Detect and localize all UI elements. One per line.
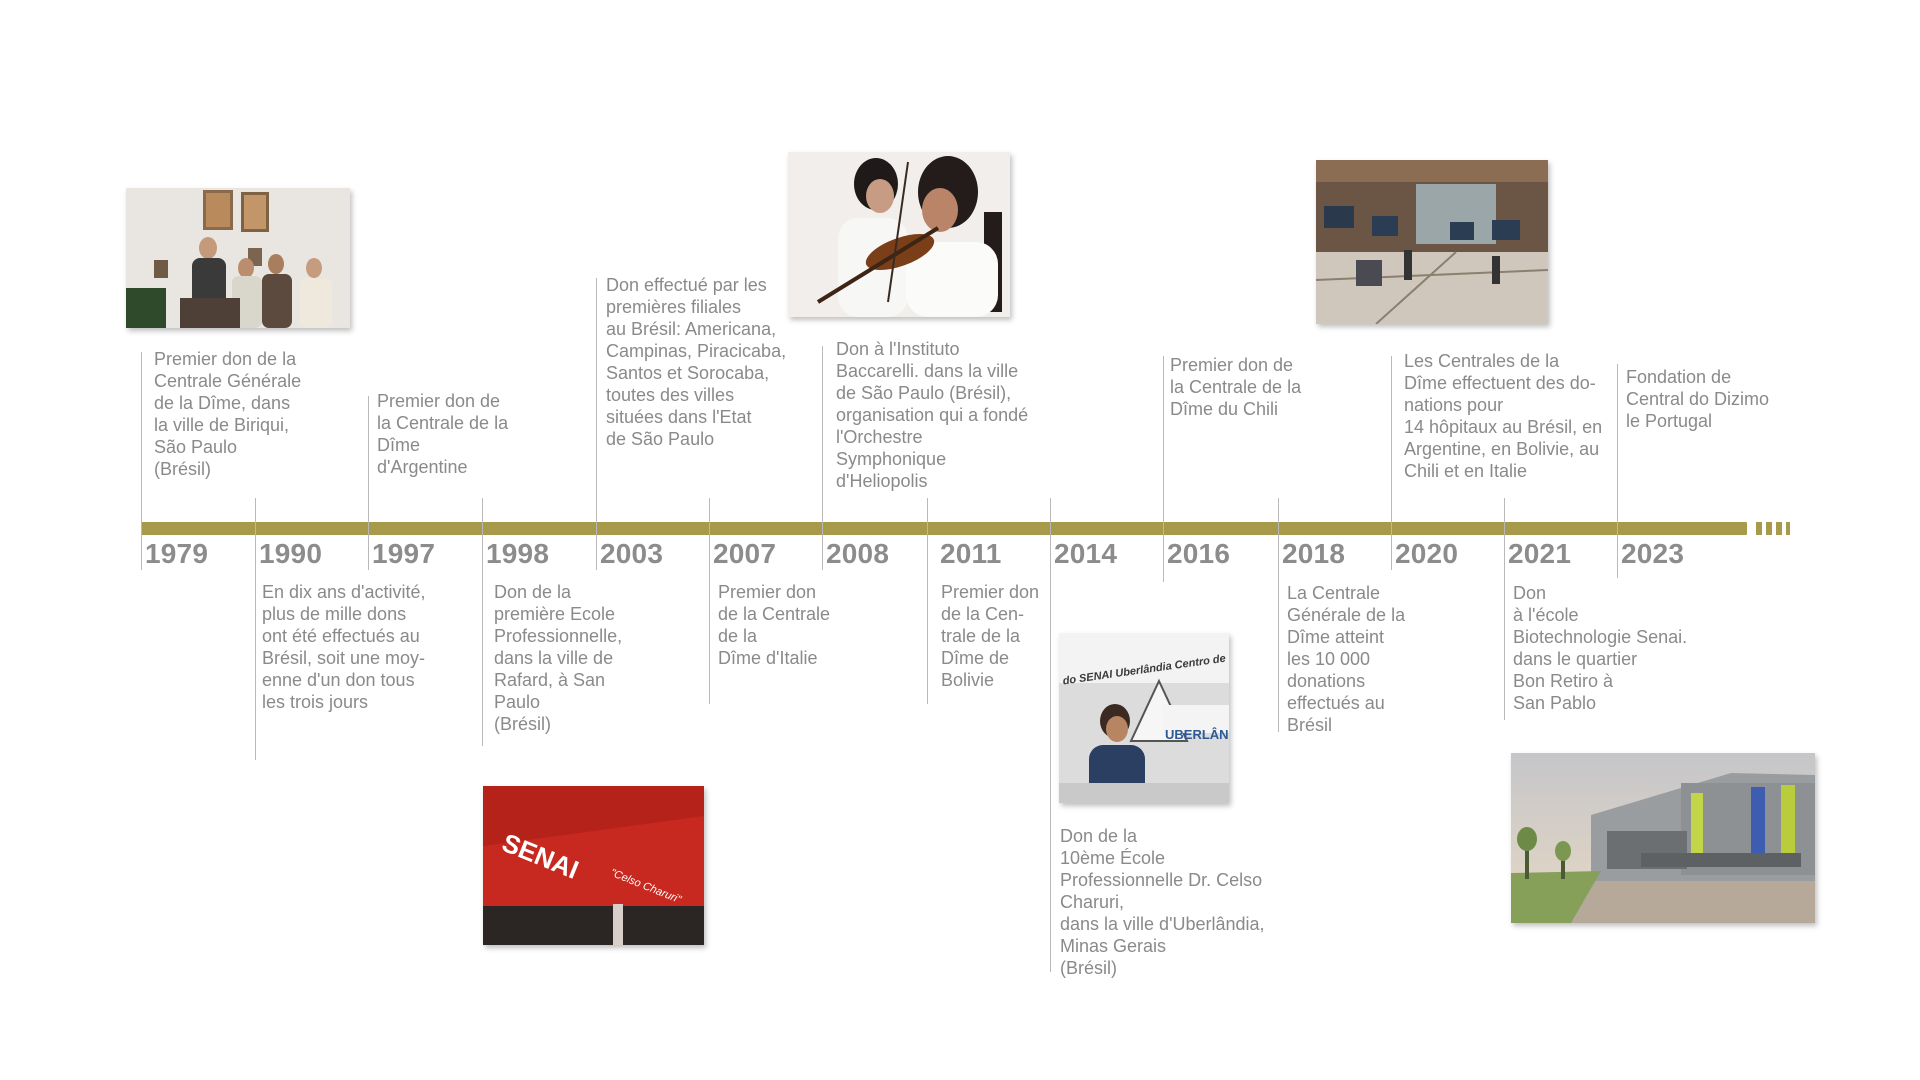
connector-2016 [1163,356,1164,582]
connector-1990 [255,498,256,760]
connector-1997 [368,396,369,570]
timeline-axis-dash [1776,522,1782,535]
year-label: 2021 [1508,538,1572,569]
connector-2021 [1504,498,1505,720]
connector-1998 [482,498,483,746]
event-description: Fondation de Central do Dizimo le Portug… [1626,367,1770,431]
photo-2020-hospital [1316,160,1548,324]
photo-2008-violinists [788,152,1010,317]
connector-2014 [1050,498,1051,972]
event-description: Premier don de la Centrale de la Dîme d'… [718,582,831,668]
connector-2023 [1617,364,1618,578]
timeline-axis-dash [1766,522,1772,535]
event-description: En dix ans d'activité, plus de mille don… [262,582,426,712]
year-label: 2007 [713,538,777,569]
connector-2003 [596,278,597,570]
year-label: 2018 [1282,538,1346,569]
year-label: 1998 [486,538,550,569]
timeline-axis-dash [1756,522,1762,535]
event-description: Les Centrales de la Dîme effectuent des … [1404,351,1603,481]
event-description: Don effectué par les premières filiales … [606,275,787,449]
photo-2014-uberlandia: do SENAI Uberlândia Centro de Formaç UBE… [1059,633,1229,803]
event-description: Don de la 10ème École Professionnelle Dr… [1060,826,1265,978]
uberlandia-logo-text: UBERLÂNDIA [1165,727,1229,742]
connector-2008 [822,346,823,570]
year-label: 2008 [826,538,890,569]
connector-1979 [141,352,142,570]
photo-2021-school-building [1511,753,1815,923]
year-label: 2023 [1621,538,1685,569]
timeline-axis [141,522,1747,535]
event-description: Premier don de la Cen- trale de la Dîme … [941,582,1040,690]
year-label: 2011 [940,538,1002,569]
event-description: Don à l'école Biotechnologie Senai. dans… [1513,583,1688,713]
event-description: Premier don de la Centrale de la Dîme du… [1170,355,1302,419]
connector-2018 [1278,498,1279,732]
year-label: 2003 [600,538,664,569]
event-description: Premier don de la Centrale de la Dîme d'… [377,391,509,477]
event-description: La Centrale Générale de la Dîme atteint … [1287,583,1406,735]
event-description: Don de la première Ecole Professionnelle… [494,582,623,734]
event-description: Don à l'Instituto Baccarelli. dans la vi… [836,339,1029,491]
event-description: Premier don de la Centrale Générale de l… [154,349,302,479]
year-label: 2020 [1395,538,1459,569]
connector-2011 [927,498,928,704]
year-label: 1990 [259,538,323,569]
photo-1979-group [126,188,350,328]
photo-1998-senai-sign: SENAI "Celso Charuri" [483,786,704,945]
year-label: 1997 [372,538,436,569]
timeline-axis-dash [1786,522,1790,535]
year-label: 2016 [1167,538,1231,569]
year-label: 1979 [145,538,209,569]
connector-2020 [1391,356,1392,570]
connector-2007 [709,498,710,704]
year-label: 2014 [1054,538,1118,569]
